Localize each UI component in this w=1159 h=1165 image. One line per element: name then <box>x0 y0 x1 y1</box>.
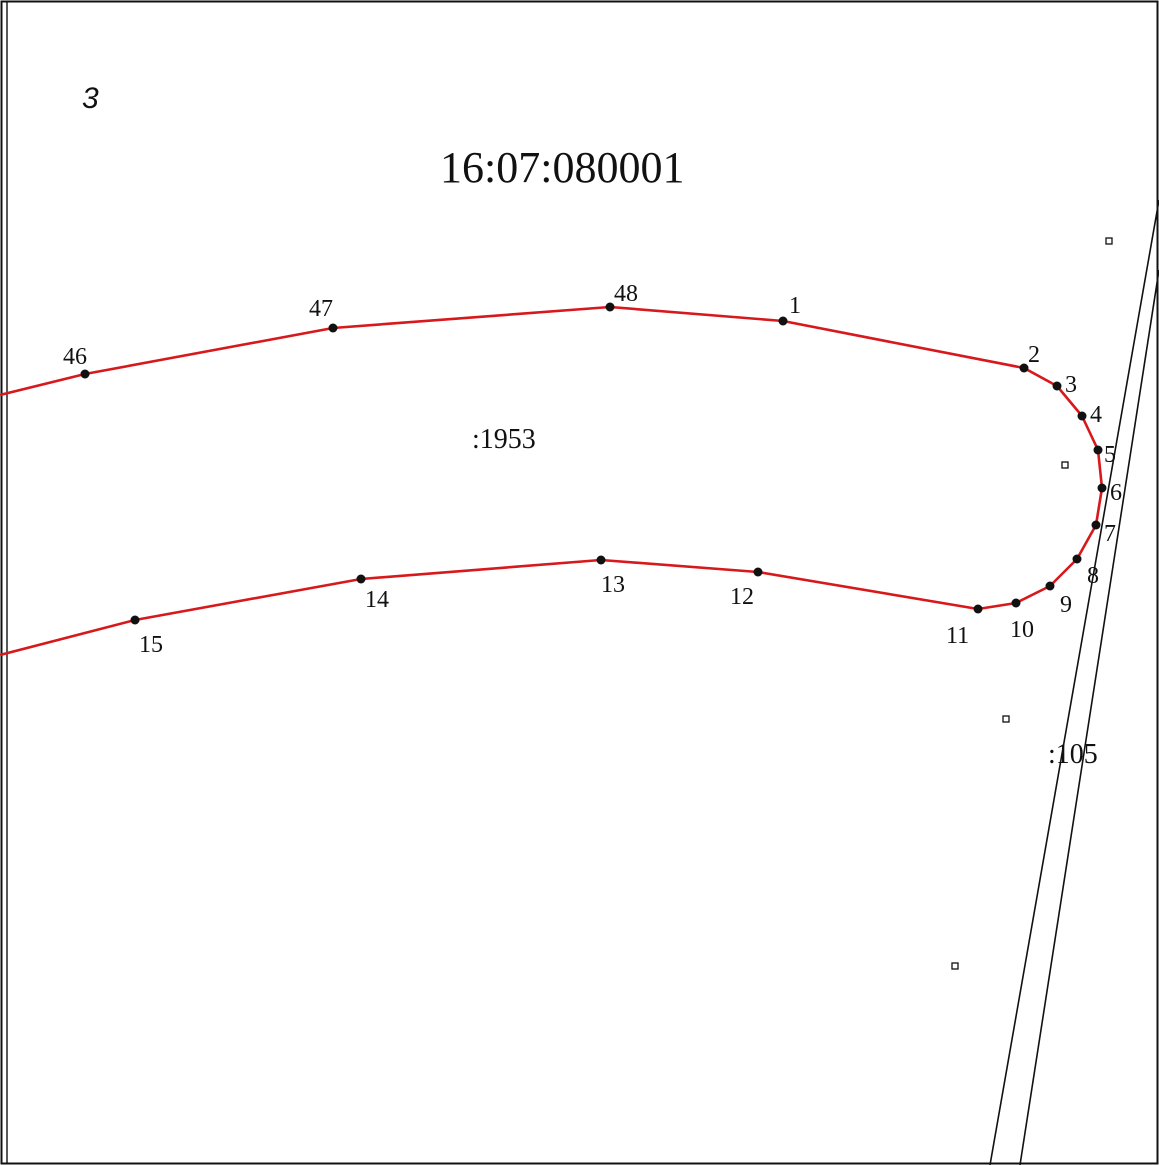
vertex-label: 7 <box>1104 521 1116 547</box>
road-parcel-boundary <box>989 199 1159 1165</box>
vertex-point <box>1072 554 1082 564</box>
vertex-point <box>80 369 90 379</box>
survey-marker <box>951 962 959 970</box>
vertex-point <box>605 302 615 312</box>
parcel-main-label: :1953 <box>472 424 536 455</box>
vertex-label: 3 <box>1065 372 1077 398</box>
vertex-label: 1 <box>789 293 801 319</box>
vertex-label: 14 <box>365 587 389 613</box>
parcel-boundary-line <box>0 305 1104 657</box>
vertex-label: 48 <box>614 281 638 307</box>
survey-markers <box>951 237 1113 970</box>
vertex-label: 5 <box>1104 442 1116 468</box>
vertex-label: 8 <box>1087 563 1099 589</box>
vertex-point <box>1091 520 1101 530</box>
survey-marker <box>1105 237 1113 245</box>
vertex-point <box>130 615 140 625</box>
vertex-label: 13 <box>601 572 625 598</box>
vertex-label: 47 <box>309 296 333 322</box>
vertex-label: 10 <box>1010 617 1034 643</box>
vertex-label: 11 <box>946 623 969 649</box>
survey-marker <box>1061 461 1069 469</box>
quarter-number: 16:07:080001 <box>440 143 684 192</box>
vertex-point <box>596 555 606 565</box>
vertex-point <box>1052 381 1062 391</box>
vertex-point <box>1045 581 1055 591</box>
vertex-point <box>1093 445 1103 455</box>
vertex-label: 15 <box>139 632 163 658</box>
vertex-label: 4 <box>1090 402 1102 428</box>
sheet-number: 3 <box>82 82 99 115</box>
vertex-point <box>1097 483 1107 493</box>
vertex-point <box>778 316 788 326</box>
vertex-point <box>1011 598 1021 608</box>
vertex-label: 2 <box>1028 342 1040 368</box>
vertex-label: 12 <box>730 584 754 610</box>
vertex-point <box>753 567 763 577</box>
vertex-label: 46 <box>63 344 87 370</box>
vertex-label: 6 <box>1110 480 1122 506</box>
vertex-point <box>328 323 338 333</box>
vertex-point <box>1019 363 1029 373</box>
vertex-label: 9 <box>1060 592 1072 618</box>
survey-marker <box>1002 715 1010 723</box>
vertex-point <box>973 604 983 614</box>
vertex-point <box>356 574 366 584</box>
vertex-point <box>1077 411 1087 421</box>
parcel-road-label: :105 <box>1048 739 1098 770</box>
